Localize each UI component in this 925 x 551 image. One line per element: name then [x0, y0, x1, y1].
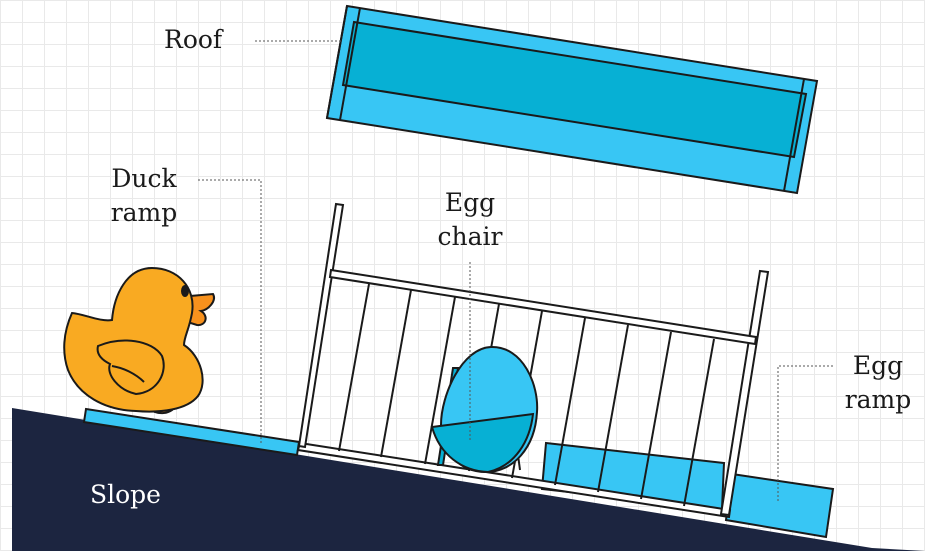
egg-chair-label-line2: chair — [437, 222, 503, 251]
crib-slat — [554, 317, 586, 486]
leader-lines — [198, 40, 833, 503]
duck-ramp-label-line1: Duck — [111, 164, 177, 193]
duck-ramp-label: Duck ramp — [96, 162, 192, 230]
egg-ramp-label-line2: ramp — [844, 385, 912, 414]
egg-chair-label-line1: Egg — [444, 188, 496, 217]
crib-slat — [424, 296, 456, 465]
crib-slat — [597, 324, 629, 493]
egg-chair-cup — [430, 412, 535, 474]
duck-wing — [96, 339, 165, 396]
crib-slat — [640, 331, 672, 500]
crib-base — [296, 441, 732, 519]
roof-label: Roof — [164, 25, 223, 54]
duck-eye — [181, 285, 189, 297]
slope — [12, 408, 925, 551]
crib-slat — [683, 338, 715, 507]
slope-label: Slope — [90, 480, 161, 509]
crib-frame — [296, 202, 770, 519]
crib-slat — [380, 289, 412, 458]
crib-slat — [338, 283, 370, 452]
egg-ramp-label: Egg ramp — [835, 349, 921, 417]
rubber-duck — [63, 266, 215, 415]
crib-left-post — [297, 202, 345, 449]
duck-body — [63, 266, 204, 413]
crib-right-post — [719, 269, 770, 517]
crib-top-rail — [328, 268, 758, 346]
roof — [325, 4, 819, 195]
egg-chair-label: Egg chair — [424, 186, 516, 254]
duck-ramp — [82, 407, 301, 457]
egg-ramp-label-line1: Egg — [852, 351, 904, 380]
duck-ramp-label-line2: ramp — [110, 198, 178, 227]
duck-ramp-leader — [198, 179, 262, 443]
